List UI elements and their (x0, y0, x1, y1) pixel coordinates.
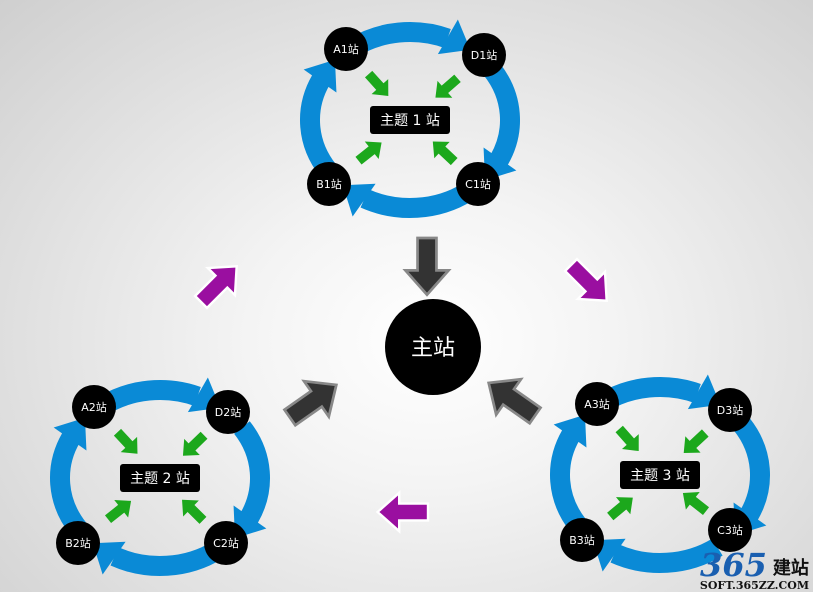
node-to-topic-arrow (364, 70, 389, 96)
cycle-arrowhead (342, 183, 376, 217)
main-node (385, 299, 481, 395)
topic-site-box (620, 461, 700, 489)
topic-site-label: 主题 2 站 (130, 471, 190, 487)
topic-site-label: 主题 3 站 (630, 468, 690, 484)
node-to-topic-arrow (182, 431, 208, 456)
cycle-arrow (610, 538, 723, 573)
site-node (708, 508, 752, 552)
site-node-label: A2站 (81, 400, 107, 414)
watermark-url: SOFT.365ZZ.COM (699, 579, 809, 592)
site-node-label: C2站 (213, 536, 239, 550)
node-to-topic-arrow (104, 499, 132, 524)
site-node (456, 162, 500, 206)
cycle-arrow (550, 430, 587, 532)
site-node (560, 518, 604, 562)
site-node (206, 390, 250, 434)
cycle-arrow (50, 433, 87, 535)
site-node-label: D2站 (215, 405, 241, 419)
cycle-arrowhead (53, 417, 87, 451)
cycle-arrow (360, 183, 473, 218)
cycle-arrow (733, 418, 770, 520)
cycle-arrowhead (437, 19, 471, 55)
topic-site-box (120, 464, 200, 492)
site-node-label: C1站 (465, 177, 491, 191)
node-to-topic-arrow (682, 491, 710, 516)
site-node-label: D1站 (471, 48, 497, 62)
site-node (72, 385, 116, 429)
topic-site-label: 主题 1 站 (380, 113, 440, 129)
node-to-topic-arrow (182, 499, 207, 524)
node-to-topic-arrow (607, 497, 633, 521)
site-node-label: A3站 (584, 397, 610, 411)
watermark-name: 建站 (772, 558, 809, 579)
cycle-arrow (97, 380, 201, 415)
node-to-topic-arrow (435, 74, 461, 98)
between-cluster-arrow (193, 265, 238, 310)
site-node (575, 382, 619, 426)
node-to-topic-arrow (615, 425, 639, 452)
site-node-label: A1站 (333, 42, 359, 56)
site-node (56, 521, 100, 565)
arrows-layer (50, 19, 770, 576)
site-node (324, 27, 368, 71)
cycle-arrow (233, 421, 270, 523)
to-main-arrow (282, 379, 338, 428)
site-node (307, 162, 351, 206)
site-node-label: C3站 (717, 523, 743, 537)
site-node (708, 388, 752, 432)
site-node (204, 521, 248, 565)
site-node-label: B1站 (316, 177, 342, 191)
cycle-arrow (300, 75, 337, 177)
watermark-number: 365 (700, 546, 767, 584)
between-cluster-arrow (375, 490, 430, 534)
to-main-arrow (402, 236, 452, 297)
site-node-label: D3站 (717, 403, 743, 417)
topic-site-box (370, 106, 450, 134)
cycle-arrowhead (92, 541, 126, 575)
node-to-topic-arrow (683, 429, 709, 453)
node-to-topic-arrow (355, 141, 382, 165)
cycle-arrowhead (553, 414, 587, 448)
cycle-arrow (483, 63, 520, 165)
site-node (462, 33, 506, 77)
site-node-label: B3站 (569, 533, 595, 547)
between-cluster-arrow (563, 257, 608, 302)
node-to-topic-arrow (113, 428, 138, 454)
node-to-topic-arrow (432, 141, 458, 166)
main-node-label: 主站 (411, 336, 455, 361)
cycle-arrow (110, 541, 223, 576)
site-node-label: B2站 (65, 536, 91, 550)
to-main-arrow (487, 377, 543, 426)
cycle-arrowhead (303, 59, 337, 93)
